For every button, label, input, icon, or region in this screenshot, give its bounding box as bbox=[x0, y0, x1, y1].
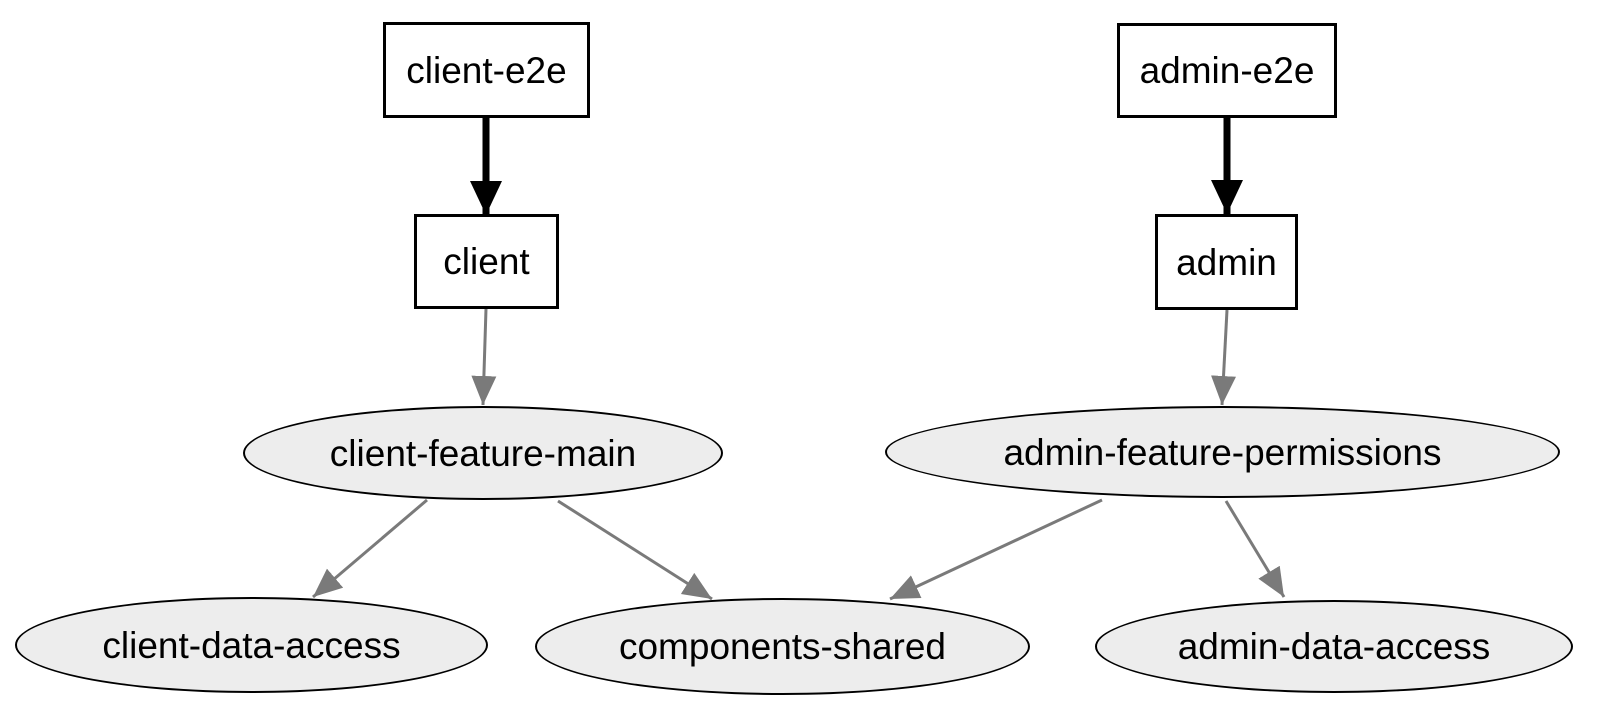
node-admin-e2e: admin-e2e bbox=[1117, 23, 1337, 118]
node-admin: admin bbox=[1155, 214, 1298, 310]
node-admin-data-access-label: admin-data-access bbox=[1177, 626, 1491, 667]
node-client-e2e: client-e2e bbox=[383, 22, 590, 118]
node-client-label: client bbox=[443, 241, 530, 282]
node-components-shared: components-shared bbox=[535, 598, 1030, 695]
node-client-feature-main-label: client-feature-main bbox=[329, 432, 637, 474]
edge-client-feature-main-to-components-shared bbox=[557, 499, 713, 601]
node-admin-feature-permissions: admin-feature-permissions bbox=[885, 406, 1560, 498]
edge-admin-to-admin-feature-permissions bbox=[1211, 309, 1237, 406]
node-admin-e2e-label: admin-e2e bbox=[1139, 50, 1315, 91]
node-client-e2e-label: client-e2e bbox=[406, 49, 567, 91]
node-admin-label: admin bbox=[1176, 241, 1277, 283]
node-admin-feature-permissions-label: admin-feature-permissions bbox=[1003, 431, 1442, 473]
node-components-shared-label: components-shared bbox=[618, 626, 947, 667]
node-admin-data-access: admin-data-access bbox=[1095, 600, 1573, 693]
edge-client-feature-main-to-client-data-access bbox=[312, 498, 428, 599]
node-client: client bbox=[414, 214, 559, 309]
node-client-feature-main: client-feature-main bbox=[243, 406, 723, 500]
edge-admin-feature-permissions-to-admin-data-access bbox=[1224, 500, 1286, 598]
edge-client-to-client-feature-main bbox=[471, 308, 497, 406]
node-client-data-access-label: client-data-access bbox=[102, 624, 401, 666]
node-client-data-access: client-data-access bbox=[15, 597, 488, 693]
edge-admin-feature-permissions-to-components-shared bbox=[889, 498, 1103, 601]
